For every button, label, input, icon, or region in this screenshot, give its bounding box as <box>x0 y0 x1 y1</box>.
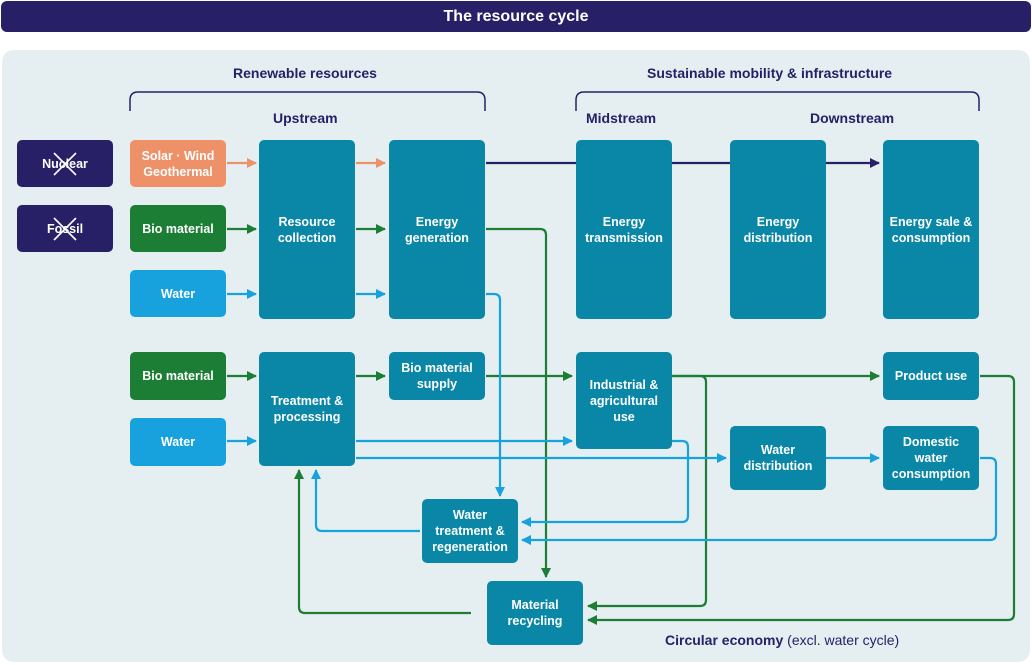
solar-wind-box: Solar · Wind Geothermal <box>130 140 226 187</box>
energy-sale-box: Energy sale & consumption <box>883 140 979 319</box>
energy-generation-box: Energy generation <box>389 140 485 319</box>
industrial-use-box: Industrial & agricultural use <box>576 352 672 449</box>
fossil-box: Fossil <box>17 205 113 252</box>
section-downstream: Downstream <box>810 110 895 126</box>
bio-material-box: Bio material <box>130 205 226 252</box>
flow-domestic-watertreatment <box>521 456 998 545</box>
nuclear-box: Nuclear <box>17 140 113 187</box>
fossil-label: Fossil <box>46 221 84 236</box>
bracket-mobility <box>575 91 980 111</box>
circular-economy-bold: Circular economy <box>665 632 784 648</box>
section-renewable: Renewable resources <box>233 65 377 81</box>
water-box: Water <box>130 270 226 317</box>
energy-transmission-box: Energy transmission <box>576 140 672 319</box>
flow-product-recycling <box>587 374 1016 625</box>
flow-industrial-watertreatment <box>521 439 690 527</box>
flow-industrial-recycling <box>587 374 708 611</box>
nuclear-label: Nuclear <box>42 156 88 171</box>
flow-generation-watertreatment <box>486 292 505 497</box>
section-upstream: Upstream <box>273 110 338 126</box>
domestic-water-box: Domestic water consumption <box>883 426 979 490</box>
energy-distribution-box: Energy distribution <box>730 140 826 319</box>
material-recycling-box: Material recycling <box>487 581 583 645</box>
page-title: The resource cycle <box>443 7 589 25</box>
flow-watertreatment-treatment <box>311 469 420 533</box>
water-treatment-box: Water treatment & regeneration <box>422 499 518 563</box>
water-distribution-box: Water distribution <box>730 426 826 490</box>
product-use-box: Product use <box>883 352 979 400</box>
section-mobility: Sustainable mobility & infrastructure <box>647 65 893 81</box>
circular-economy-label: Circular economy (excl. water cycle) <box>665 632 899 648</box>
circular-economy-note: (excl. water cycle) <box>783 632 900 648</box>
bio-material-box: Bio material <box>130 352 226 400</box>
bio-material-supply-box: Bio material supply <box>389 352 485 400</box>
section-midstream: Midstream <box>586 110 657 126</box>
treatment-processing-box: Treatment & processing <box>259 352 355 466</box>
title-bar: The resource cycle <box>1 1 1031 32</box>
flow-recycling-treatment <box>294 469 471 615</box>
resource-collection-box: Resource collection <box>259 140 355 319</box>
flow-generation-recycling <box>486 227 551 578</box>
bracket-renewable <box>129 91 486 111</box>
water-box: Water <box>130 418 226 466</box>
